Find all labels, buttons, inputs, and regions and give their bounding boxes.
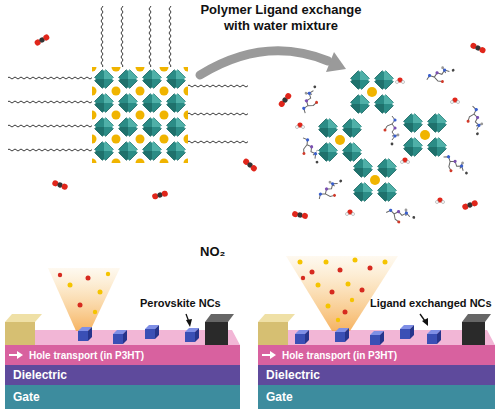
water-molecules [296,77,460,215]
perovskite-crystal [92,67,188,163]
layer-label: Dielectric [13,368,67,382]
figure-label: NO₂ [200,244,225,260]
nanocrystals [78,325,441,345]
exchange-arrow [200,51,346,75]
layer-band: Hole transport (in P3HT) [5,345,240,365]
layer-band: Gate [5,385,240,409]
leader-arrows [186,314,428,327]
no2-molecules [58,258,388,323]
layer-label: Dielectric [266,368,320,382]
layer-band: Dielectric [258,365,495,385]
layer-label: Hole transport (in P3HT) [29,350,144,361]
layer-label: Hole transport (in P3HT) [282,350,397,361]
right-device [258,314,495,409]
figure-label: Ligand exchanged NCs [370,297,492,310]
gas-plumes [48,256,398,331]
polymer-ligands [296,63,485,226]
layer-band: Hole transport (in P3HT) [258,345,495,365]
left-device [5,314,240,409]
ligand-exchanged-crystals [316,68,448,203]
gas-molecules [34,33,487,219]
layer-band: Gate [258,385,495,409]
layer-label: Gate [13,390,40,404]
layer-band: Dielectric [5,365,240,385]
figure-label: Perovskite NCs [140,297,221,310]
layer-label: Gate [266,390,293,404]
figure-label: Polymer Ligand exchange with water mixtu… [196,2,366,33]
